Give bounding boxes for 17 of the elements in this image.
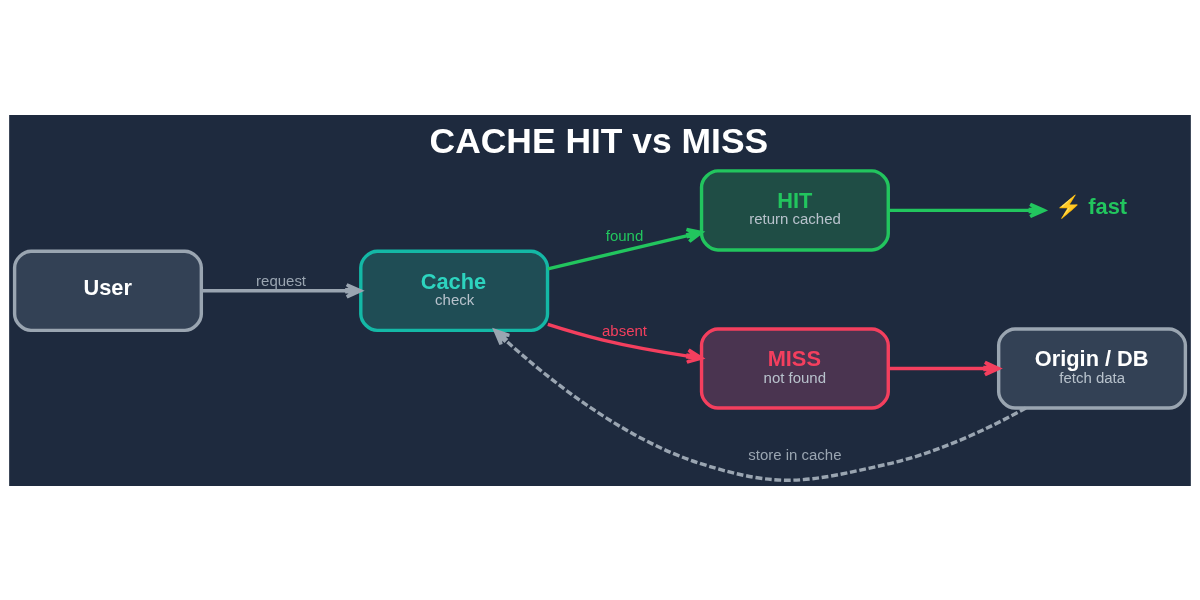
- edge-label: store in cache: [748, 445, 842, 463]
- edge-label: absent: [602, 321, 648, 339]
- edge-label: found: [605, 226, 644, 244]
- arrow: [547, 322, 704, 364]
- node-text: ⚡ fast: [1055, 193, 1128, 219]
- arrow: [493, 328, 1027, 482]
- arrow: [547, 227, 703, 270]
- node-box: User: [12, 249, 204, 332]
- diagram-title: CACHE HIT vs MISS: [429, 120, 769, 161]
- node-box: MISS not found: [699, 326, 890, 410]
- node-box: HIT return cached: [699, 168, 890, 252]
- arrow: [888, 202, 1046, 218]
- edge-label: request: [256, 271, 307, 289]
- arrow: [201, 282, 363, 299]
- arrow: [888, 360, 1001, 376]
- node-box: Origin / DB fetch data: [996, 326, 1188, 410]
- node-box: Cache check: [359, 249, 550, 332]
